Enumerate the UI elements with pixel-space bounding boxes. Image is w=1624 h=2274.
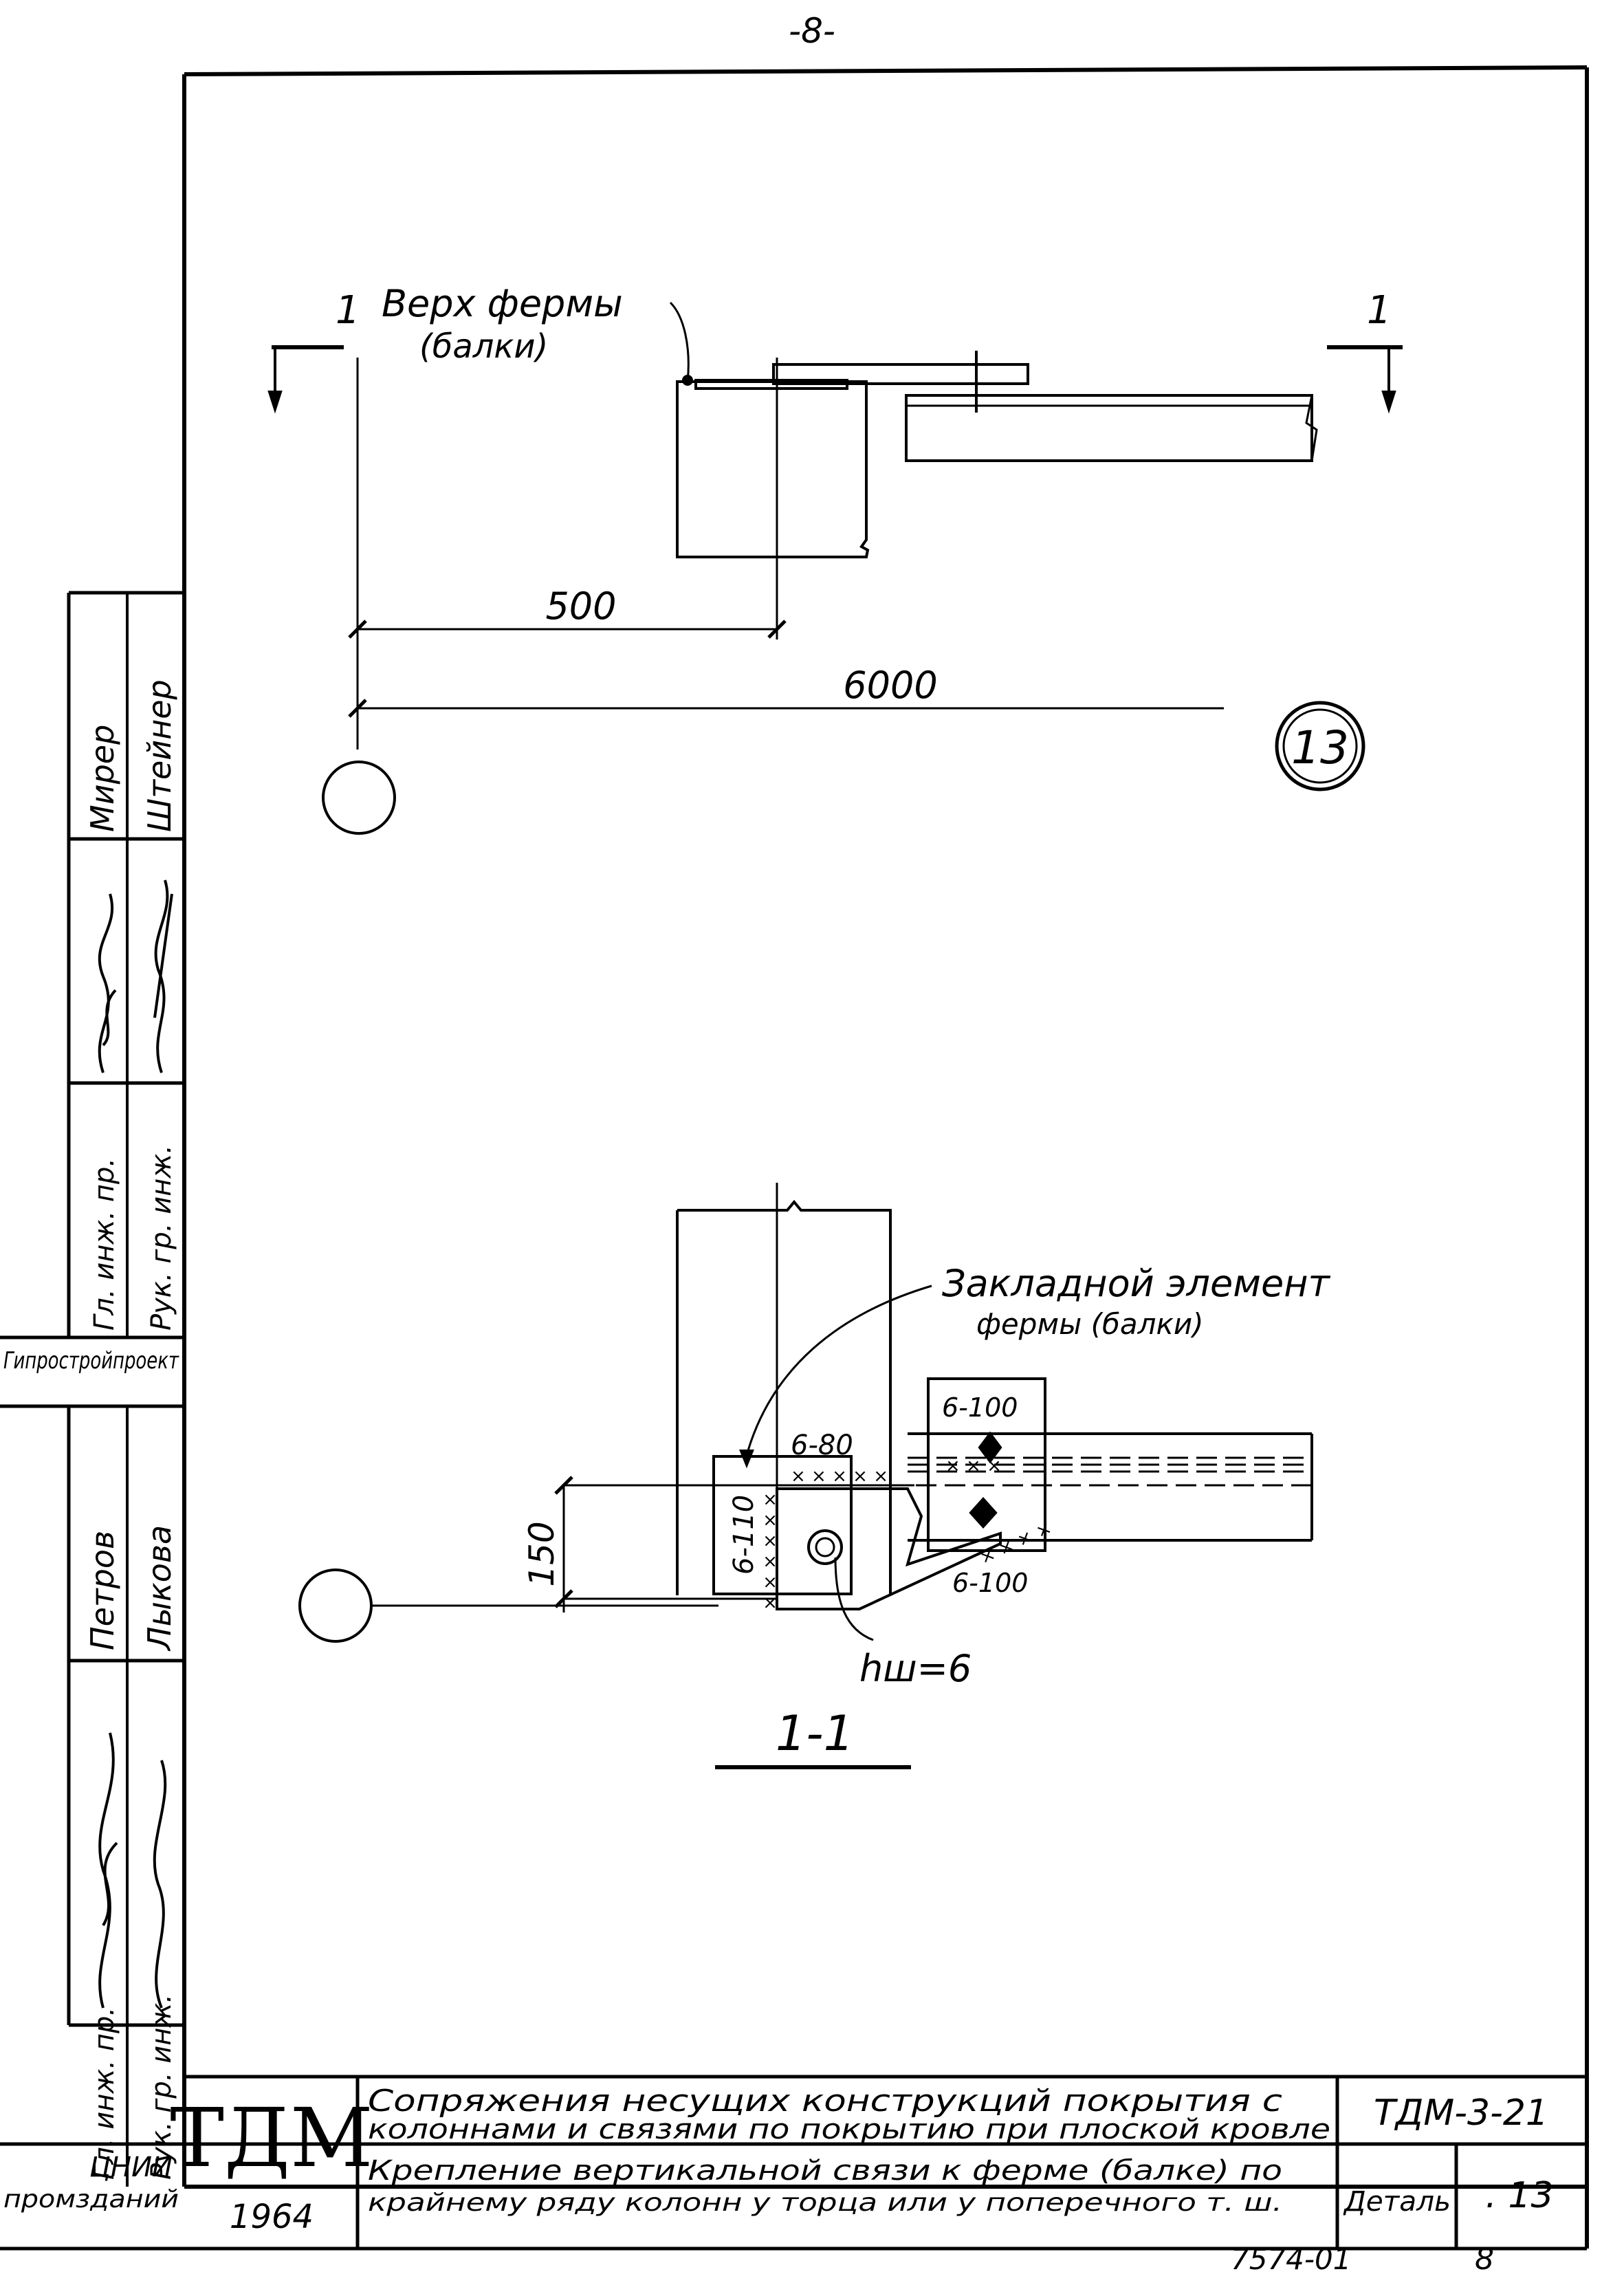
svg-text:× × ×: × × × — [945, 1456, 1002, 1476]
weld-label-4: 6-100 — [952, 1568, 1028, 1598]
svg-text:× × × ×: × × × × — [976, 1518, 1055, 1568]
left-stamp — [0, 591, 184, 2187]
title-line-2: колоннами и связями по покрытию при плос… — [368, 2114, 1330, 2145]
detail-number-label: 13 — [1291, 721, 1349, 774]
callout-top-line1: Верх фермы — [382, 282, 623, 325]
dimension-500-label: 500 — [545, 584, 616, 628]
top-view — [267, 301, 1403, 835]
detail-value: . 13 — [1485, 2175, 1553, 2216]
section-1-1 — [298, 1183, 1313, 1769]
page-number: -8- — [789, 11, 835, 51]
archive-sheet: 8 — [1475, 2242, 1494, 2274]
desc-line-2: крайнему ряду колонн у торца или у попер… — [368, 2189, 1282, 2217]
dimension-6000-label: 6000 — [843, 664, 937, 707]
svg-text:× × × × ×: × × × × × — [791, 1466, 888, 1487]
stamp-name-3: Петров — [84, 1531, 121, 1650]
callout-top-line2: (балки) — [419, 327, 548, 366]
section-mark-right — [1327, 345, 1403, 414]
archive-number: 7574-01 — [1231, 2242, 1352, 2274]
dimension-150-label: 150 — [522, 1521, 562, 1586]
detail-label: Деталь — [1343, 2186, 1451, 2218]
title-block — [0, 2075, 1587, 2251]
stamp-name-4: Лыкова — [141, 1525, 178, 1652]
stamp-org-bottom-2: промзданий — [3, 2185, 179, 2213]
stamp-title-4: Рук. гр. инж. — [146, 1994, 177, 2180]
title-logo: ТДМ — [170, 2090, 373, 2185]
embedded-element-line2: фермы (балки) — [976, 1307, 1204, 1341]
section-mark-left — [267, 345, 344, 414]
title-code: ТДМ-3-21 — [1374, 2092, 1548, 2134]
title-line-1: Сопряжения несущих конструкций покрытия … — [368, 2084, 1282, 2119]
signatures — [98, 879, 173, 2009]
desc-line-1: Крепление вертикальной связи к ферме (ба… — [368, 2155, 1282, 2187]
stamp-title-3: Гл. инж. пр. — [89, 2007, 120, 2180]
weld-label-1: 6-80 — [791, 1430, 853, 1461]
embedded-element-line1: Закладной элемент — [942, 1262, 1331, 1305]
section-mark-left-label: 1 — [336, 288, 360, 333]
section-title: 1-1 — [776, 1705, 854, 1762]
weld-label-2: 6-110 — [728, 1495, 760, 1575]
weld-label-3: 6-100 — [942, 1392, 1018, 1423]
stamp-org: Гипростройпроект — [3, 1347, 179, 1375]
weld-height-label: hш=6 — [859, 1647, 972, 1690]
section-mark-right-label: 1 — [1367, 288, 1392, 333]
stamp-name-2: Штейнер — [141, 679, 178, 832]
stamp-title-2: Рук. гр. инж. — [146, 1145, 177, 1331]
sheet-frame — [182, 65, 1589, 2249]
stamp-name-1: Мирер — [84, 725, 121, 832]
title-year: 1964 — [230, 2198, 314, 2236]
svg-text:× × × × × ×: × × × × × × — [760, 1492, 780, 1610]
stamp-org-bottom-1: ЦНИИ — [89, 2152, 173, 2183]
stamp-title-1: Гл. инж. пр. — [89, 1158, 120, 1331]
